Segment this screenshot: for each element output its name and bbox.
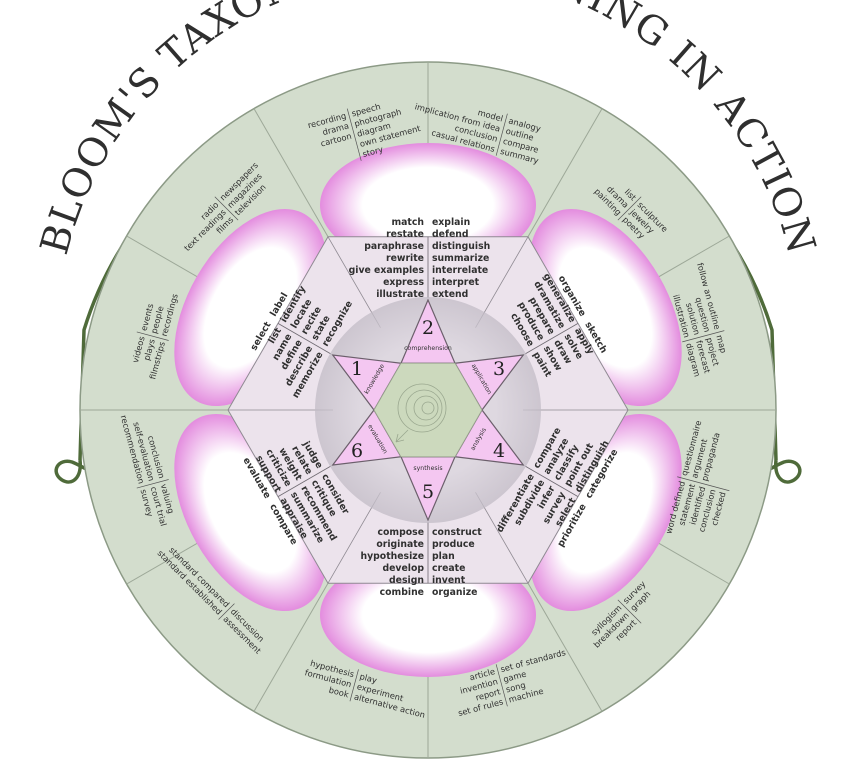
verb-item: combine xyxy=(380,587,424,598)
level-number: 2 xyxy=(422,317,434,339)
verb-item: construct xyxy=(432,527,482,538)
face-divider xyxy=(524,465,579,497)
sector-line xyxy=(527,108,603,238)
verb-item: rewrite xyxy=(386,253,424,264)
petal-group xyxy=(174,143,682,677)
verb-item: extend xyxy=(432,289,468,300)
verb-item: compose xyxy=(378,527,424,538)
verb-item: defend xyxy=(432,229,469,240)
spiral-icon xyxy=(395,383,447,443)
product-divider xyxy=(617,599,642,624)
verb-item: match xyxy=(391,217,424,228)
verb-item: interrelate xyxy=(432,265,488,276)
verb-item: organize xyxy=(432,587,477,598)
left-curl xyxy=(54,459,91,484)
product-divider xyxy=(617,196,642,221)
product-divider xyxy=(218,603,235,620)
verbs-synthesis: composeoriginatehypothesizedevelopdesign… xyxy=(360,527,482,598)
product-item: play xyxy=(359,671,379,685)
verb-item: give examples xyxy=(349,265,425,276)
center-hexagon xyxy=(373,362,483,458)
verb-item: hypothesize xyxy=(360,551,424,562)
level-name: synthesis xyxy=(413,465,442,472)
petal-synthesis xyxy=(320,553,536,677)
right-curl xyxy=(765,459,802,484)
verb-item: plan xyxy=(432,551,455,562)
product-item: song xyxy=(505,680,527,695)
product-divider xyxy=(349,669,359,702)
verb-item: develop xyxy=(382,563,424,574)
level-number: 6 xyxy=(351,440,363,462)
product-divider xyxy=(214,196,239,221)
product-divider xyxy=(136,331,169,341)
level-number: 4 xyxy=(493,440,505,462)
level-number: 1 xyxy=(351,358,363,380)
product-item: map xyxy=(714,334,728,354)
verb-item: design xyxy=(389,575,424,586)
star-of-levels xyxy=(331,298,525,522)
level-name: comprehension xyxy=(404,345,452,352)
verb-item: invent xyxy=(432,575,466,586)
sector-line xyxy=(253,108,329,238)
verb-item: produce xyxy=(432,539,475,550)
product-divider xyxy=(682,330,725,343)
verb-item: restate xyxy=(386,229,424,240)
verbs-evaluation: judgerelateweightcriticizesupportevaluat… xyxy=(240,439,351,547)
level-number: 5 xyxy=(422,481,434,503)
petal-comprehension xyxy=(320,143,536,267)
verb-item: interpret xyxy=(432,277,480,288)
product-divider xyxy=(346,108,362,161)
face-divider xyxy=(277,323,332,355)
verb-item: illustrate xyxy=(376,289,424,300)
product-divider xyxy=(136,479,169,489)
face-divider xyxy=(277,465,332,497)
product-divider xyxy=(495,113,508,156)
verb-item: express xyxy=(383,277,424,288)
products-sector: word definedstatementidentifiedconclusio… xyxy=(663,419,730,535)
level-number: 3 xyxy=(493,358,505,380)
verb-item: paraphrase xyxy=(364,241,424,252)
verb-item: explain xyxy=(432,217,470,228)
verb-item: summarize xyxy=(432,253,489,264)
verb-item: originate xyxy=(376,539,424,550)
face-divider xyxy=(524,323,579,355)
sector-line xyxy=(253,582,329,712)
product-divider xyxy=(677,476,730,492)
verb-item: create xyxy=(432,563,465,574)
product-divider xyxy=(495,664,508,707)
sector-line xyxy=(527,582,603,712)
verb-item: distinguish xyxy=(432,241,490,252)
